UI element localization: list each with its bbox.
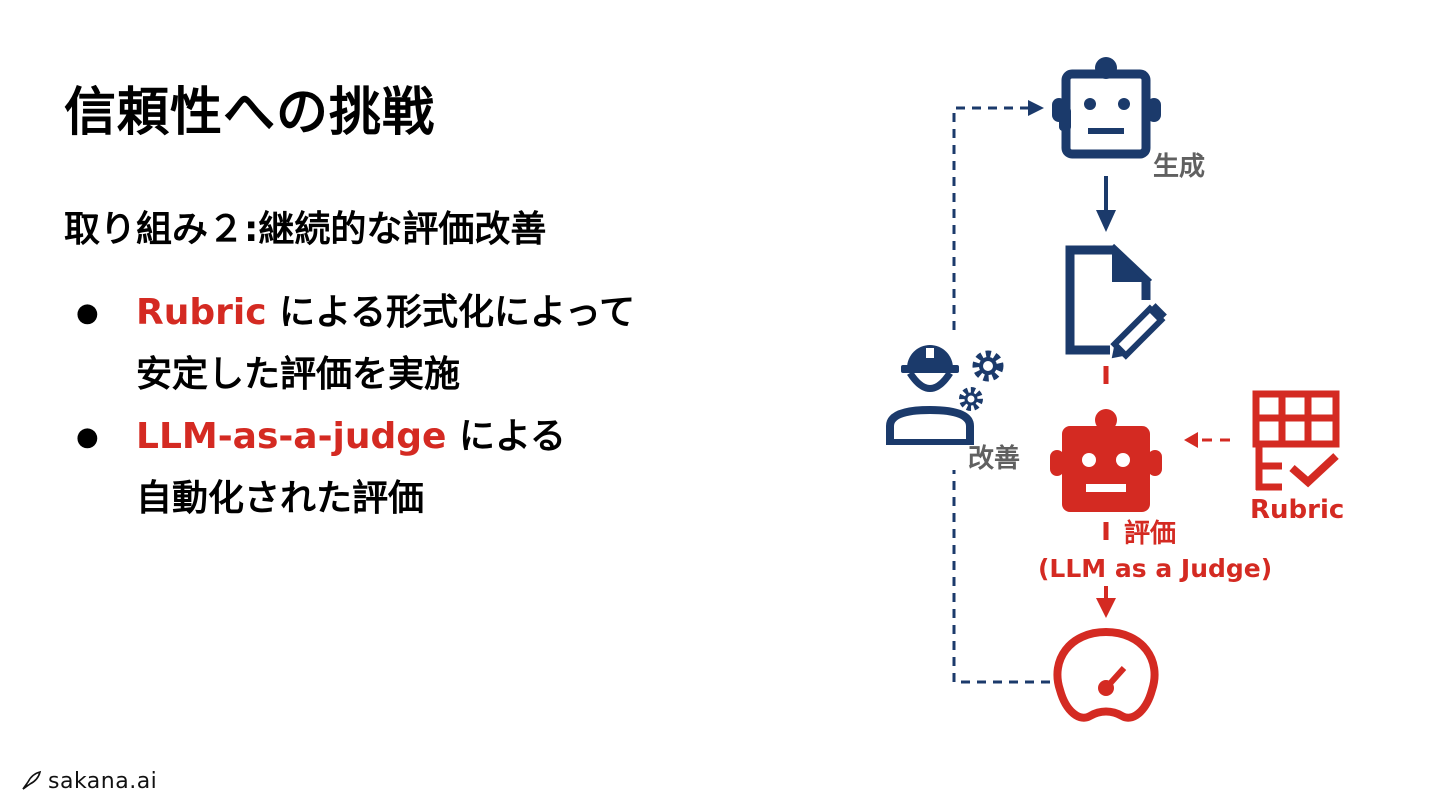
improve-label: 改善 bbox=[968, 443, 1020, 474]
evaluate-sub-label: (LLM as a Judge) bbox=[1038, 554, 1272, 583]
bullet-accent: LLM-as-a-judge bbox=[136, 416, 447, 457]
evaluate-arrow bbox=[1096, 586, 1116, 618]
bullet-text: による bbox=[446, 416, 566, 457]
judge-robot-icon bbox=[1050, 409, 1162, 512]
gear-icon bbox=[972, 350, 1004, 382]
bullet-item-llm-judge: ● LLM-as-a-judge による 自動化された評価 bbox=[76, 406, 736, 530]
page-title: 信頼性への挑戦 bbox=[64, 83, 436, 143]
generator-robot-icon bbox=[1052, 57, 1161, 159]
feedback-loop-line bbox=[952, 100, 1050, 684]
subtitle: 取り組み２:継続的な評価改善 bbox=[64, 209, 547, 250]
bullet-dot-icon: ● bbox=[76, 298, 99, 328]
rubric-arrow bbox=[1184, 432, 1230, 448]
rubric-checklist-icon bbox=[1252, 390, 1340, 491]
evaluate-label: 評価 bbox=[1124, 518, 1176, 549]
bullet-dot-icon: ● bbox=[76, 422, 99, 452]
bullet-accent: Rubric bbox=[136, 292, 267, 333]
rubric-label: Rubric bbox=[1250, 495, 1344, 525]
sakana-logo: sakana.ai bbox=[20, 764, 157, 798]
logo-text: sakana.ai bbox=[48, 768, 158, 794]
fish-icon bbox=[22, 770, 42, 790]
engineer-icon bbox=[886, 345, 974, 445]
bullet-line: LLM-as-a-judge による bbox=[136, 406, 736, 468]
bullet-list: ● Rubric による形式化によって 安定した評価を実施 ● LLM-as-a… bbox=[76, 282, 736, 530]
bullet-text: による形式化によって bbox=[266, 292, 636, 333]
bullet-line-2: 安定した評価を実施 bbox=[136, 354, 461, 395]
gear-small-icon bbox=[959, 387, 983, 411]
generate-arrow bbox=[1096, 176, 1116, 232]
bullet-line: Rubric による形式化によって bbox=[136, 282, 736, 344]
generate-label: 生成 bbox=[1153, 152, 1205, 182]
bullet-item-rubric: ● Rubric による形式化によって 安定した評価を実施 bbox=[76, 282, 736, 406]
bullet-line-2: 自動化された評価 bbox=[136, 478, 425, 519]
speedometer-icon bbox=[1053, 627, 1159, 722]
document-edit-icon bbox=[1065, 243, 1167, 360]
